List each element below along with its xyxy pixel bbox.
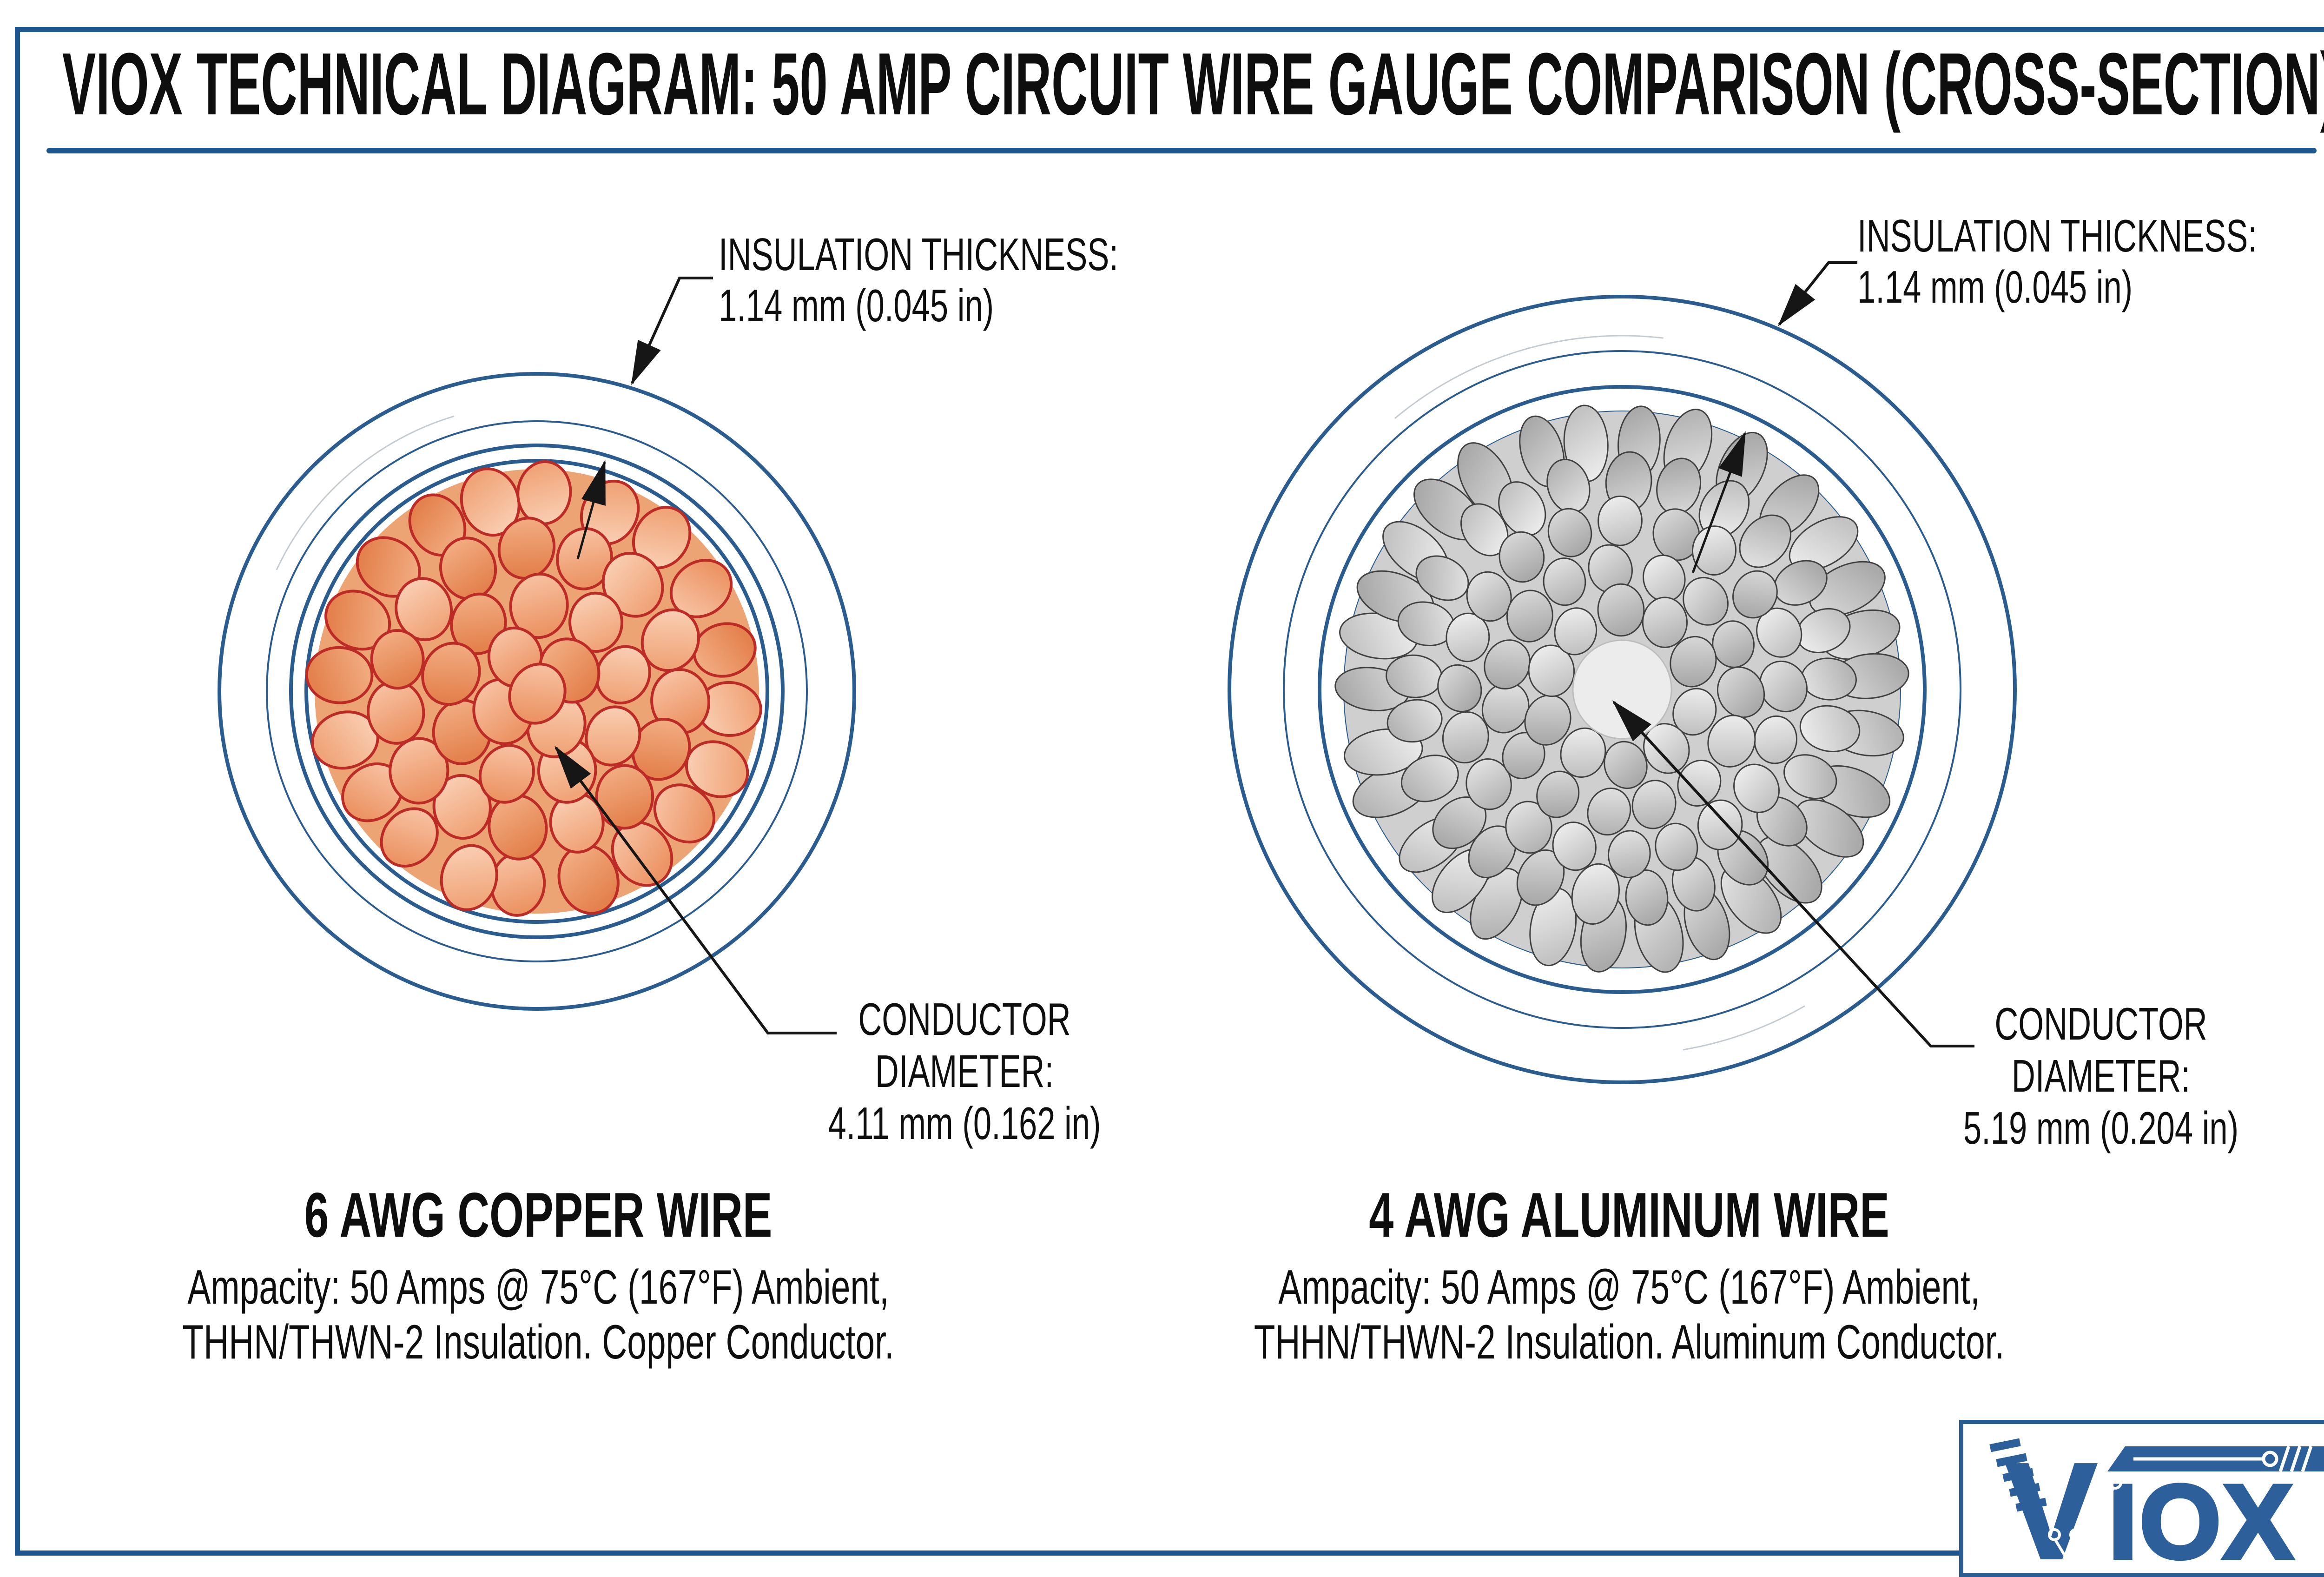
aluminum-wire-cross-section bbox=[1228, 295, 2017, 1084]
page-border-frame bbox=[15, 27, 2324, 1556]
right-insulation-label-line1: INSULATION THICKNESS: bbox=[1857, 210, 2257, 261]
viox-logo: V IOX bbox=[1989, 1434, 2324, 1573]
title-divider-rule bbox=[46, 148, 2317, 153]
right-conductor-label: CONDUCTOR DIAMETER: 5.19 mm (0.204 in) bbox=[1963, 998, 2238, 1154]
page-title: VIOX TECHNICAL DIAGRAM: 50 AMP CIRCUIT W… bbox=[62, 35, 2324, 133]
left-conductor-label-line2: DIAMETER: bbox=[875, 1046, 1054, 1097]
left-wire-caption-title: 6 AWG COPPER WIRE bbox=[304, 1179, 772, 1250]
logo-circuit-traces bbox=[2048, 1445, 2313, 1559]
right-insulation-label: INSULATION THICKNESS: 1.14 mm (0.045 in) bbox=[1857, 210, 2257, 312]
right-conductor-label-line3: 5.19 mm (0.204 in) bbox=[1963, 1102, 2239, 1153]
callout-leader-lines bbox=[555, 261, 1974, 1047]
right-conductor-label-line2: DIAMETER: bbox=[2011, 1050, 2191, 1101]
right-wire-caption-sub-line2: THHN/THWN-2 Insulation. Aluminum Conduct… bbox=[1254, 1315, 2005, 1369]
right-conductor-leader bbox=[1612, 700, 1974, 1047]
left-wire-caption-sub-line1: Ampacity: 50 Amps @ 75°C (167°F) Ambient… bbox=[187, 1260, 889, 1314]
copper-wire-cross-section bbox=[218, 372, 856, 1011]
right-insulation-label-line2: 1.14 mm (0.045 in) bbox=[1857, 261, 2133, 312]
right-wire-caption-sub-line1: Ampacity: 50 Amps @ 75°C (167°F) Ambient… bbox=[1278, 1260, 1980, 1314]
logo-left-hatch-stripes bbox=[1989, 1438, 2047, 1512]
right-insulation-leader bbox=[1777, 261, 1857, 326]
left-insulation-label: INSULATION THICKNESS: 1.14 mm (0.045 in) bbox=[719, 229, 1118, 331]
left-conductor-label-line3: 4.11 mm (0.162 in) bbox=[828, 1098, 1101, 1149]
right-wire-caption-title: 4 AWG ALUMINUM WIRE bbox=[1369, 1179, 1889, 1250]
viox-logo-box: V IOX bbox=[1959, 1420, 2324, 1577]
logo-letter-v: V bbox=[2006, 1435, 2097, 1573]
left-conductor-label-line1: CONDUCTOR bbox=[858, 994, 1071, 1045]
left-insulation-leader bbox=[631, 277, 713, 385]
left-insulation-label-line2: 1.14 mm (0.045 in) bbox=[719, 280, 994, 331]
right-wire-caption-sub: Ampacity: 50 Amps @ 75°C (167°F) Ambient… bbox=[1254, 1260, 2005, 1370]
left-conductor-leader bbox=[555, 745, 837, 1034]
left-inner-insulation-arrow bbox=[576, 460, 606, 559]
right-inner-insulation-arrow bbox=[1691, 431, 1746, 573]
left-wire-caption-sub-line2: THHN/THWN-2 Insulation. Copper Conductor… bbox=[182, 1315, 894, 1369]
left-conductor-label: CONDUCTOR DIAMETER: 4.11 mm (0.162 in) bbox=[828, 993, 1101, 1149]
logo-letters-iox: IOX bbox=[2108, 1463, 2295, 1573]
right-conductor-label-line1: CONDUCTOR bbox=[1994, 998, 2207, 1049]
left-insulation-label-line1: INSULATION THICKNESS: bbox=[719, 229, 1118, 280]
left-wire-caption-sub: Ampacity: 50 Amps @ 75°C (167°F) Ambient… bbox=[182, 1260, 894, 1370]
